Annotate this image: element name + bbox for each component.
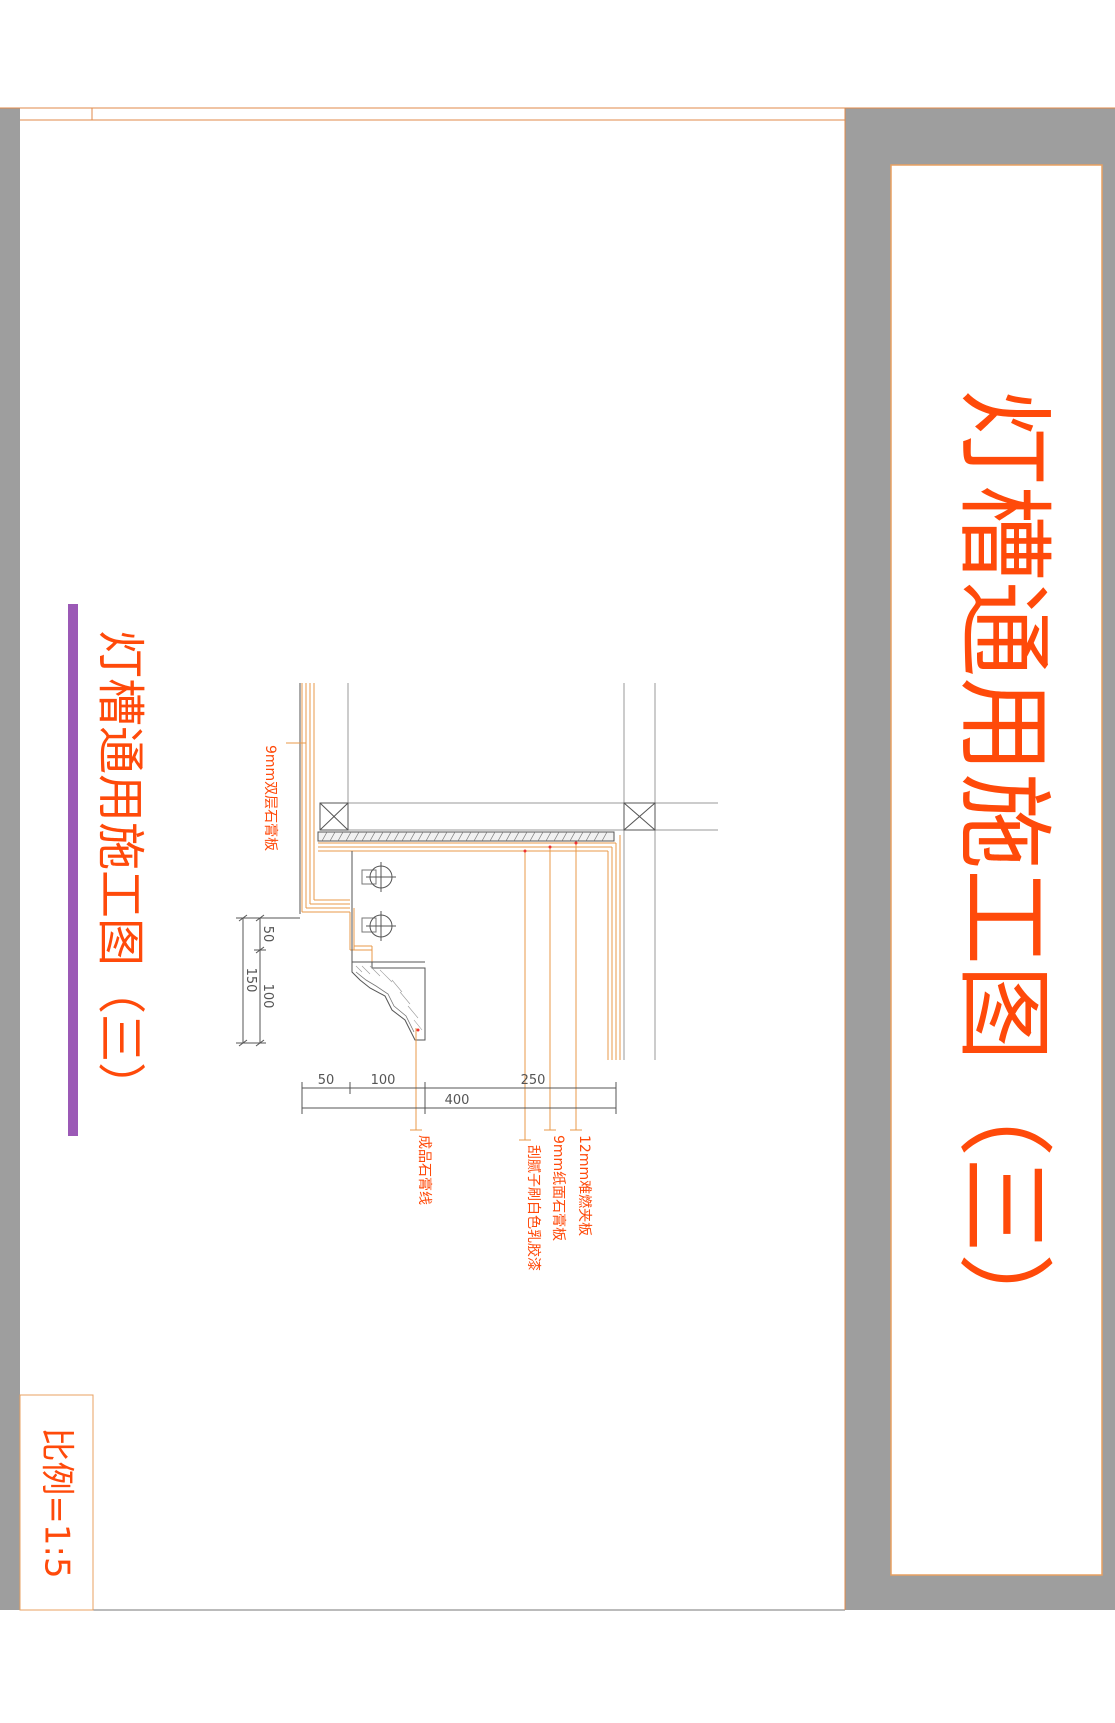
- scale-label: 比例=1:5: [37, 1427, 77, 1578]
- label-double-gypsum: 9mm双层石膏板: [262, 745, 279, 851]
- dim-h-400: 400: [445, 1093, 470, 1108]
- ceiling-gypsum: [318, 835, 621, 1060]
- title-block: 灯槽通用施工图（三）: [890, 164, 1103, 1576]
- drawing-title-text: 灯槽通用施工图（三）: [92, 630, 148, 1110]
- scale-box: 比例=1:5: [19, 1394, 94, 1611]
- dimension-texts: 50 100 150 50 100 250 400: [243, 926, 545, 1108]
- vertical-dimension: [236, 914, 300, 1047]
- ceiling-section-detail: [236, 683, 718, 1141]
- wall-gypsum-left: [301, 683, 373, 962]
- leader-lines: [286, 742, 582, 1141]
- leader-dots: [523, 841, 578, 853]
- label-cornice: 成品石膏线: [416, 1135, 433, 1205]
- dim-v-50: 50: [260, 926, 275, 943]
- dim-v-150: 150: [243, 968, 258, 993]
- dim-h-100: 100: [371, 1073, 396, 1088]
- horizontal-dimension: [301, 1082, 617, 1114]
- fire-board-layer: [317, 831, 615, 842]
- gypsum-cornice: [351, 961, 426, 1041]
- drawing-title: 灯槽通用施工图（三）: [68, 604, 148, 1136]
- label-paper-gypsum: 9mm纸面石膏板: [550, 1135, 567, 1241]
- dim-v-100: 100: [260, 984, 275, 1009]
- x-block-right: [623, 802, 656, 831]
- x-block-left: [319, 802, 349, 831]
- lamp-symbol-2: [366, 911, 396, 941]
- label-paint: 刮腻子刷白色乳胶漆: [525, 1145, 542, 1271]
- dim-h-50: 50: [318, 1073, 335, 1088]
- detail-labels: 9mm双层石膏板 12mm难燃夹板 9mm纸面石膏板 刮腻子刷白色乳胶漆 成品石…: [262, 745, 593, 1271]
- label-fire-board: 12mm难燃夹板: [576, 1135, 593, 1236]
- structure-lines: [347, 683, 718, 1060]
- title-block-title: 灯槽通用施工图（三）: [948, 389, 1060, 1349]
- lamp-symbol-1: [366, 862, 396, 892]
- dim-h-250: 250: [521, 1073, 546, 1088]
